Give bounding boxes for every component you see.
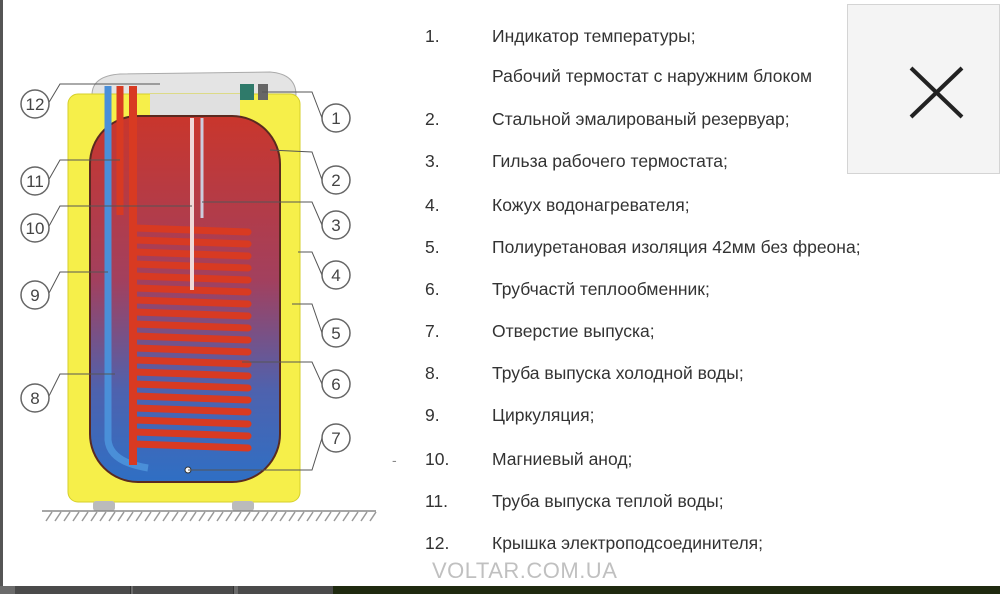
callout-7: 7 xyxy=(321,423,351,453)
callout-10: 10 xyxy=(20,213,50,243)
legend-text: Магниевый анод; xyxy=(492,449,633,469)
legend-text: Гильза рабочего термостата; xyxy=(492,151,728,171)
callout-3: 3 xyxy=(321,210,351,240)
cold-water-pipe xyxy=(104,86,149,472)
legend-text: Полиуретановая изоляция 42мм без фреона; xyxy=(492,237,861,257)
legend-number: 12. xyxy=(425,533,450,553)
callout-number: 12 xyxy=(26,95,45,114)
window-edge xyxy=(0,0,3,594)
legend-text: Циркуляция; xyxy=(492,405,595,425)
legend-text: Кожух водонагревателя; xyxy=(492,195,690,215)
callout-2: 2 xyxy=(321,165,351,195)
callout-number: 4 xyxy=(331,266,340,285)
legend-text: Труба выпуска холодной воды; xyxy=(492,363,744,383)
callout-1: 1 xyxy=(321,103,351,133)
legend-number: 2. xyxy=(425,109,440,129)
leader-lines xyxy=(47,83,323,471)
callout-number: 9 xyxy=(30,286,39,305)
callout-number: 10 xyxy=(26,219,45,238)
legend-number: 8. xyxy=(425,363,440,383)
close-x-icon xyxy=(909,66,964,119)
legend-text: Рабочий термостат с наружним блоком xyxy=(492,66,813,86)
callout-number: 7 xyxy=(331,429,340,448)
legend-number: 5. xyxy=(425,237,440,257)
legend-text: Отверстие выпуска; xyxy=(492,321,655,341)
close-button[interactable] xyxy=(847,4,1000,174)
callout-number: 2 xyxy=(331,171,340,190)
watermark: VOLTAR.COM.UA xyxy=(432,558,618,583)
temperature-indicator xyxy=(240,84,254,100)
callout-9: 9 xyxy=(20,280,50,310)
callout-12: 12 xyxy=(20,89,50,119)
legend-number: 9. xyxy=(425,405,440,425)
legend-number: 7. xyxy=(425,321,440,341)
callout-number: 8 xyxy=(30,389,39,408)
taskbar-strip xyxy=(0,586,1000,594)
callout-number: 1 xyxy=(331,109,340,128)
callout-8: 8 xyxy=(20,383,50,413)
callout-number: 3 xyxy=(331,216,340,235)
legend-text: Индикатор температуры; xyxy=(492,26,696,46)
callout-number: 11 xyxy=(26,172,44,191)
callout-4: 4 xyxy=(321,260,351,290)
legend-number: 1. xyxy=(425,26,440,46)
callout-11: 11 xyxy=(20,166,50,196)
legend-number: 4. xyxy=(425,195,440,215)
callout-number: 6 xyxy=(331,375,340,394)
foot-right xyxy=(232,501,254,511)
legend-number: 11. xyxy=(425,491,449,511)
ground-hatch xyxy=(45,511,377,522)
legend-text: Трубчастй теплообменник; xyxy=(492,279,710,299)
legend-text: Труба выпуска теплой воды; xyxy=(492,491,724,511)
dash-mark: - xyxy=(392,452,397,468)
callout-number: 5 xyxy=(331,324,340,343)
legend-text: Стальной эмалированый резервуар; xyxy=(492,109,790,129)
legend-number: 3. xyxy=(425,151,440,171)
foot-left xyxy=(93,501,115,511)
legend-number: 6. xyxy=(425,279,440,299)
legend-text: Крышка электроподсоединителя; xyxy=(492,533,764,553)
callout-5: 5 xyxy=(321,318,351,348)
legend-number: 10. xyxy=(425,449,450,469)
callout-6: 6 xyxy=(321,369,351,399)
